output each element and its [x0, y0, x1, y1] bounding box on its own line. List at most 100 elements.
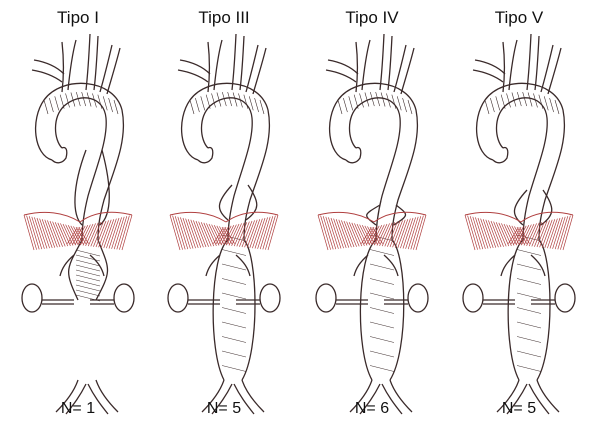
arch-hatch [349, 96, 353, 110]
abdominal-hatch [517, 308, 541, 314]
panel-count: N= 1 [4, 400, 152, 418]
arch-hatch [507, 93, 511, 107]
right-kidney [316, 284, 336, 312]
arch-hatch [212, 93, 216, 107]
abdominal-hatch [222, 308, 246, 314]
left-kidney [408, 284, 428, 312]
left-kidney [555, 284, 575, 312]
left-renal-artery [531, 300, 555, 304]
arch-hatch [501, 95, 505, 109]
right-kidney [22, 284, 42, 312]
abdominal-aorta-right [242, 240, 255, 380]
panel-tipo-iii: Tipo III N= 5 [150, 0, 298, 425]
abdominal-hatch [222, 337, 246, 343]
carotid-branch [380, 34, 384, 90]
abdominal-hatch [222, 322, 246, 328]
diaphragm-hatch-left [24, 215, 34, 250]
subclavian-branch-wall [401, 48, 414, 94]
arch-hatch [496, 96, 500, 110]
aortic-arch-outer [36, 83, 124, 240]
diaphragm-hatch-right [563, 215, 573, 250]
arch-hatch [44, 100, 48, 114]
subclavian-branch-wall [548, 48, 561, 94]
abdominal-hatch [222, 366, 246, 372]
abdominal-hatch [76, 280, 100, 286]
diaphragm-hatch-right [268, 215, 278, 250]
arch-hatch [550, 98, 554, 112]
arch-hatch [66, 93, 70, 107]
brachiocephalic-branch [509, 40, 517, 90]
arch-hatch [555, 100, 559, 114]
subclavian-branch-wall [107, 48, 120, 94]
abdominal-hatch [76, 285, 100, 291]
ascending-aorta-root [52, 147, 67, 162]
arch-hatch [55, 96, 59, 110]
aortic-arch-outer [182, 83, 270, 240]
ascending-aorta-root [198, 147, 213, 162]
arch-hatch [87, 93, 91, 107]
right-renal-artery [188, 300, 220, 304]
arch-hatch [201, 96, 205, 110]
aortic-arch-inner [56, 98, 107, 240]
panel-tipo-v: Tipo V N= 5 [445, 0, 593, 425]
arch-hatch [403, 98, 407, 112]
abdominal-hatch [370, 337, 394, 343]
diaphragm-hatch-left [170, 215, 180, 250]
thoracic-aneurysm-right [246, 185, 257, 220]
abdominal-hatch [76, 275, 100, 281]
right-subclavian-branch-wall [178, 70, 208, 82]
panel-tipo-i: Tipo I N= 1 [4, 0, 152, 425]
brachiocephalic-branch [362, 40, 370, 90]
arch-hatch [255, 98, 259, 112]
abdominal-hatch [76, 255, 100, 261]
abdominal-aorta-right [537, 240, 550, 380]
arch-hatch [354, 95, 358, 109]
carotid-branch-wall [535, 36, 539, 90]
abdominal-hatch [76, 290, 100, 296]
arch-hatch [82, 92, 86, 106]
arch-hatch [190, 100, 194, 114]
carotid-branch [527, 34, 531, 90]
diaphragm-hatch-left [465, 215, 475, 250]
arch-hatch [376, 92, 380, 106]
arch-hatch [206, 95, 210, 109]
arch-hatch [338, 100, 342, 114]
abdominal-hatch [370, 322, 394, 328]
brachiocephalic-branch [214, 40, 222, 90]
arch-hatch [490, 98, 494, 112]
abdominal-hatch [76, 250, 100, 256]
aortic-arch-inner [497, 98, 548, 240]
left-renal-artery [90, 300, 114, 304]
aortic-arch-outer [477, 83, 565, 240]
arch-hatch [195, 98, 199, 112]
brachiocephalic-branch-wall [503, 42, 505, 92]
arch-hatch [114, 100, 118, 114]
abdominal-hatch [517, 322, 541, 328]
abdominal-hatch [370, 293, 394, 299]
ascending-aorta-root [493, 147, 508, 162]
diaphragm-hatch-left [318, 215, 328, 250]
right-subclavian-branch-wall [326, 70, 356, 82]
right-kidney [168, 284, 188, 312]
panel-count: N= 5 [445, 400, 593, 418]
abdominal-aorta-left [213, 240, 228, 380]
abdominal-hatch [76, 265, 100, 271]
right-renal-artery [483, 300, 515, 304]
arch-hatch [381, 93, 385, 107]
aorta-diagram [445, 0, 593, 425]
panel-count: N= 6 [298, 400, 446, 418]
abdominal-hatch [222, 351, 246, 357]
panel-tipo-iv: Tipo IV N= 6 [298, 0, 446, 425]
arch-hatch [360, 93, 364, 107]
abdominal-hatch [370, 264, 394, 270]
arch-hatch [49, 98, 53, 112]
abdominal-hatch [370, 351, 394, 357]
abdominal-hatch [517, 293, 541, 299]
left-kidney [260, 284, 280, 312]
arch-hatch [523, 92, 527, 106]
subclavian-branch-wall [253, 48, 266, 94]
arch-hatch [109, 98, 113, 112]
aortic-arch-inner [350, 98, 401, 240]
abdominal-hatch [517, 366, 541, 372]
diaphragm-hatch-right [416, 215, 426, 250]
